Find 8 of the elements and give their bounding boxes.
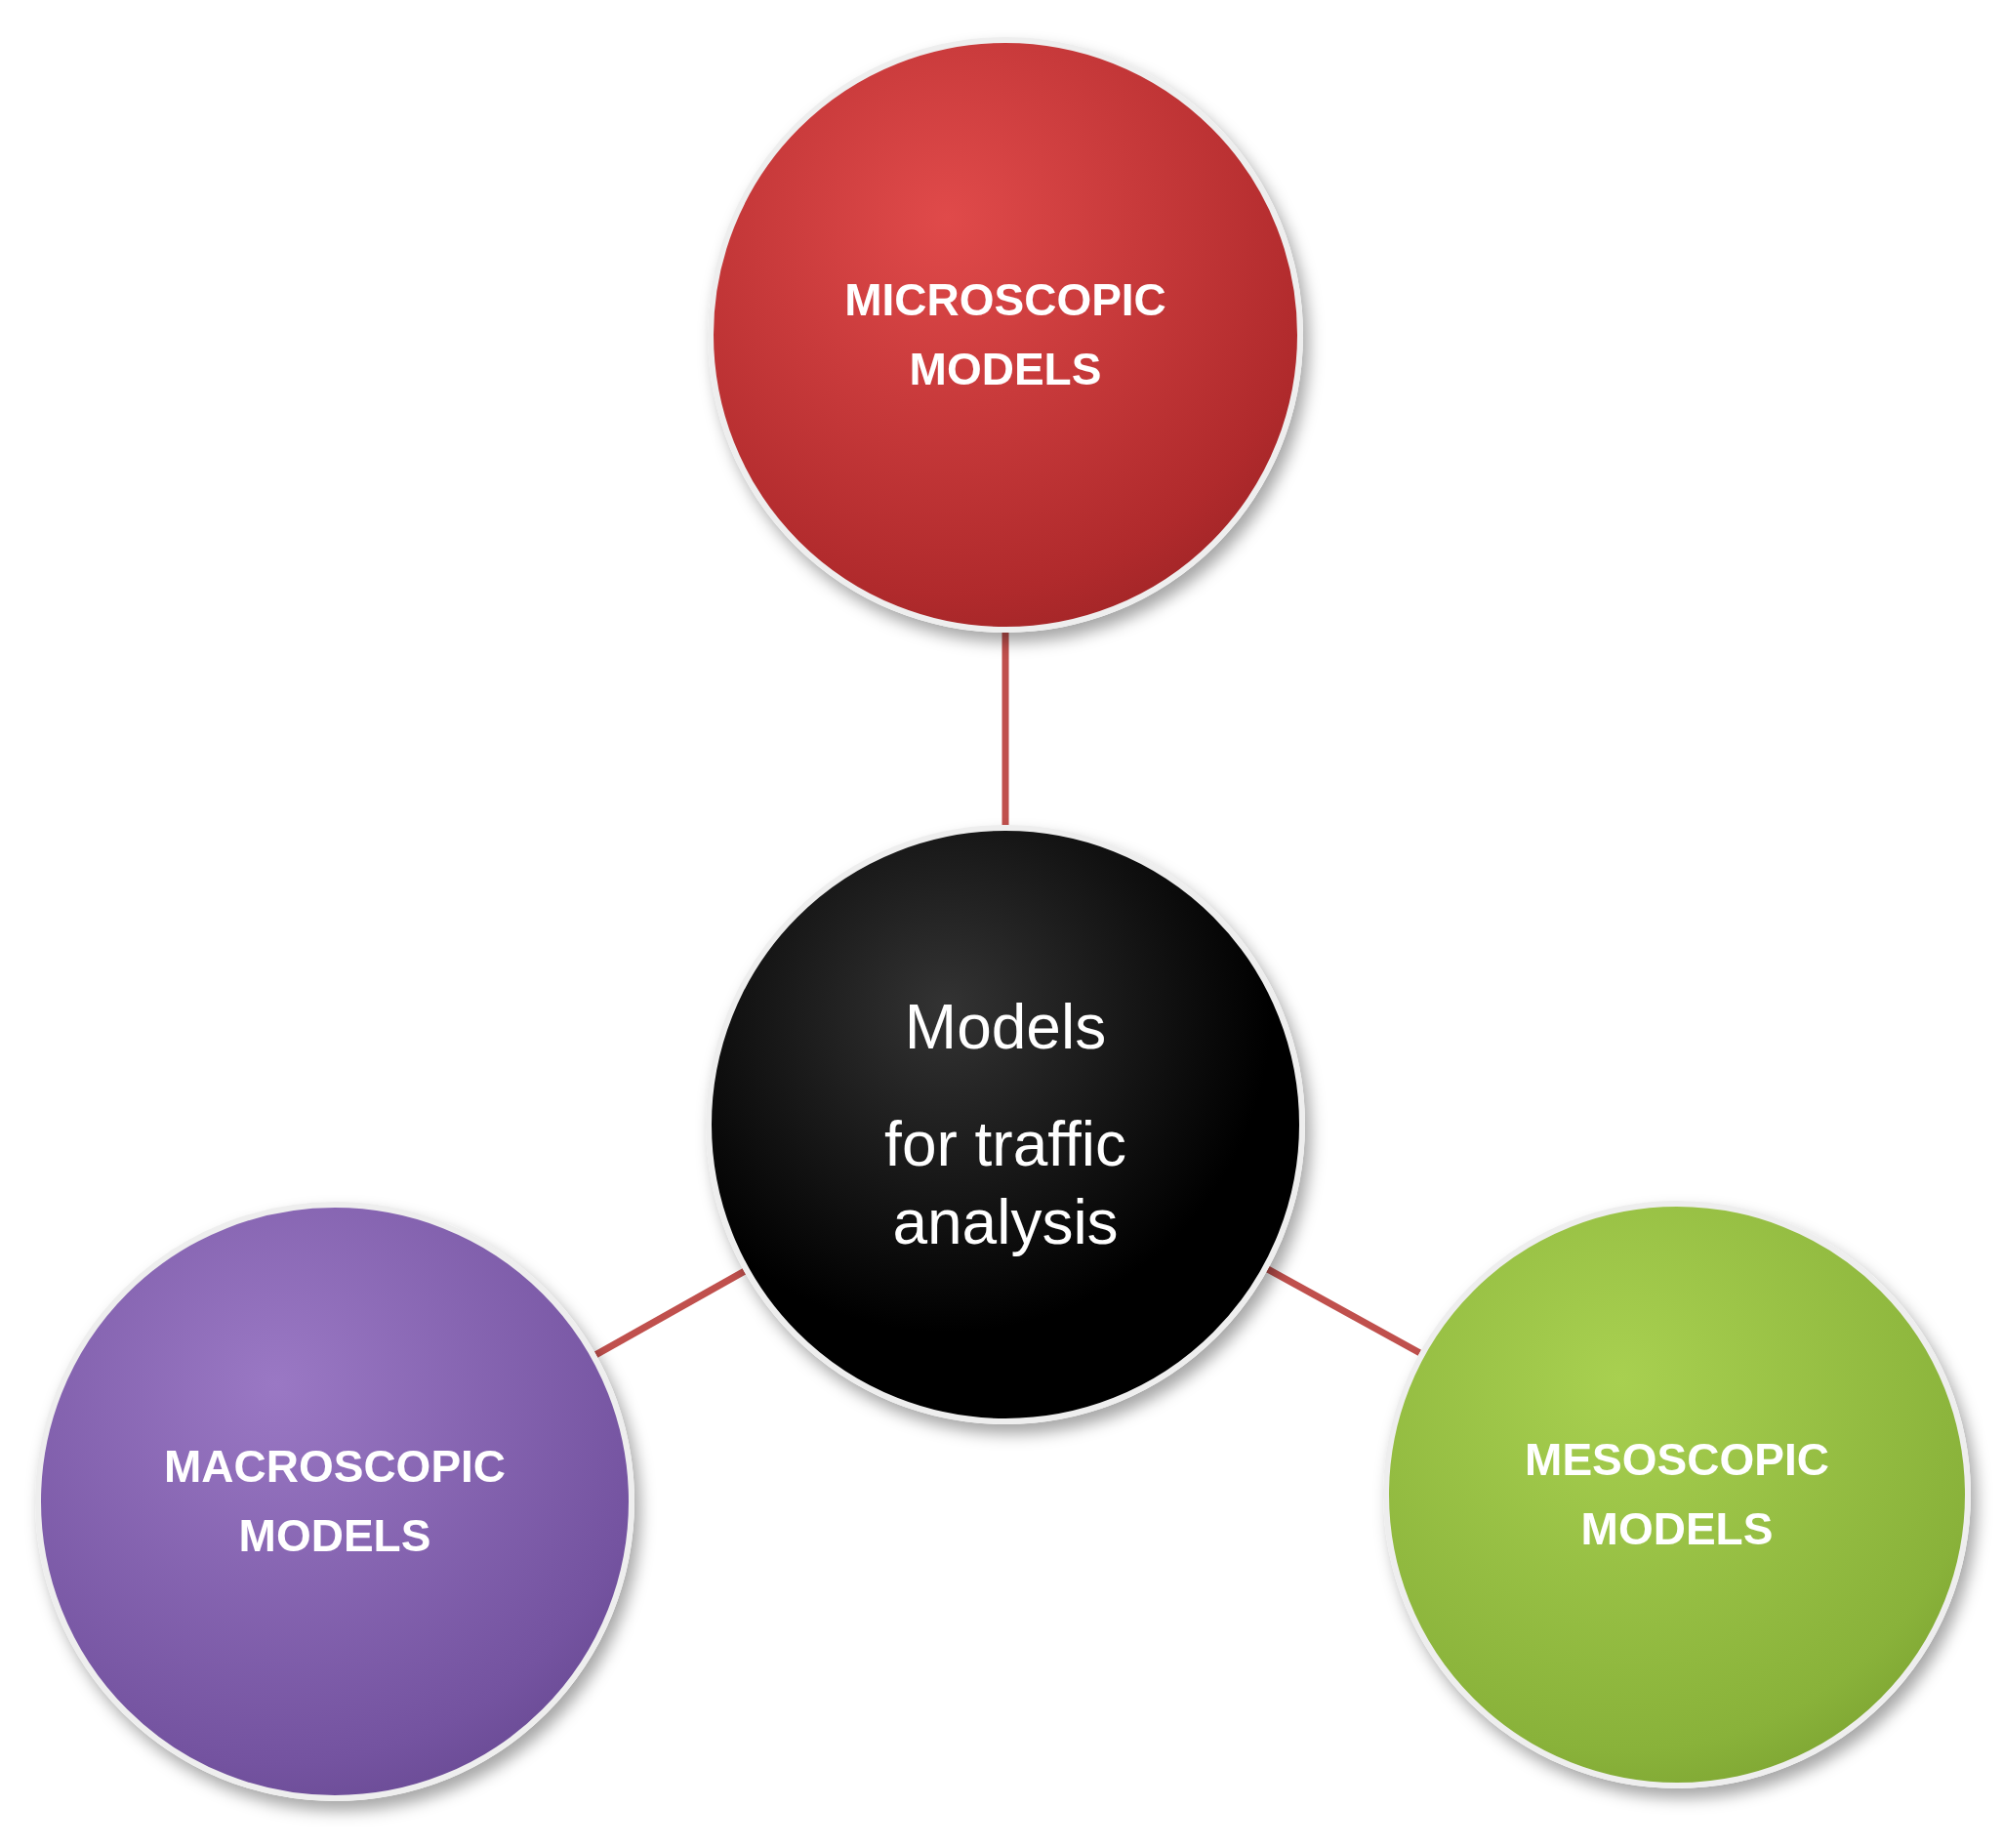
node-label: MACROSCOPIC MODELS xyxy=(162,1439,508,1563)
connector-line xyxy=(1002,633,1009,825)
connector-line xyxy=(593,1268,747,1358)
node-label: for traffic analysis xyxy=(883,1108,1127,1259)
node-label: MICROSCOPIC MODELS xyxy=(843,272,1167,396)
node-label: MESOSCOPIC MODELS xyxy=(1524,1432,1830,1556)
node-label: Models xyxy=(904,991,1107,1064)
connector-line xyxy=(1266,1266,1422,1356)
